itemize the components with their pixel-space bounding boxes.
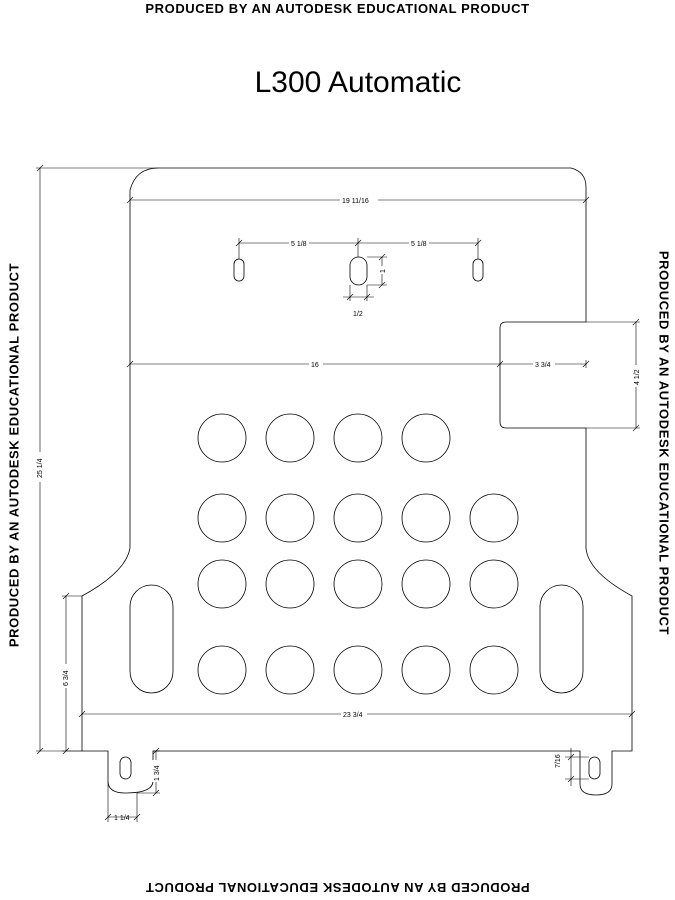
tab-slot-right [588,756,601,780]
dim-left-tab-width: 1 1/4 [114,815,130,822]
dim-mid-width: 16 [311,362,319,369]
hole [469,493,519,543]
hole [333,645,383,695]
dim-right-tab-width: 7/16 [555,754,562,768]
dimension-lines [36,164,640,822]
dim-bottom-width: 23 3/4 [343,712,363,719]
watermark-top: PRODUCED BY AN AUTODESK EDUCATIONAL PROD… [145,1,530,16]
hole [197,559,247,609]
upper-slot-left [233,258,245,282]
hole-row-2 [197,493,519,543]
upper-slot-center [349,256,368,286]
dim-overall-height: 25 1/4 [37,458,44,478]
dim-left-tab-height: 1 3/4 [154,765,161,781]
dim-center-slot-height: 1 [380,269,387,273]
tab-slot-left [119,756,132,780]
dim-slot-spacing-right: 5 1/8 [411,241,427,248]
lower-slot-right [539,584,584,694]
dim-slot-spacing-left: 5 1/8 [291,241,307,248]
drawing-title: L300 Automatic [254,66,462,99]
hole-row-1 [197,413,451,463]
hole [401,493,451,543]
dim-lower-left-height: 6 3/4 [63,670,70,686]
hole [333,559,383,609]
hole [333,493,383,543]
hole [469,559,519,609]
hole [401,559,451,609]
hole [401,413,451,463]
lower-slot-left [129,584,174,694]
hole-row-3 [197,559,519,609]
hole [401,645,451,695]
dim-top-width: 19 11/16 [342,198,369,205]
hole [265,413,315,463]
hole-row-4 [197,645,519,695]
hole [265,559,315,609]
hole [265,645,315,695]
upper-slot-right [472,258,484,282]
dim-side-tab-height: 4 1/2 [634,369,641,385]
dim-side-tab-width: 3 3/4 [535,362,551,369]
dim-center-slot-width: 1/2 [353,311,363,318]
hole [469,645,519,695]
hole [197,413,247,463]
hole [197,645,247,695]
hole [197,493,247,543]
hole [265,493,315,543]
plate-outline [81,167,633,796]
hole [333,413,383,463]
